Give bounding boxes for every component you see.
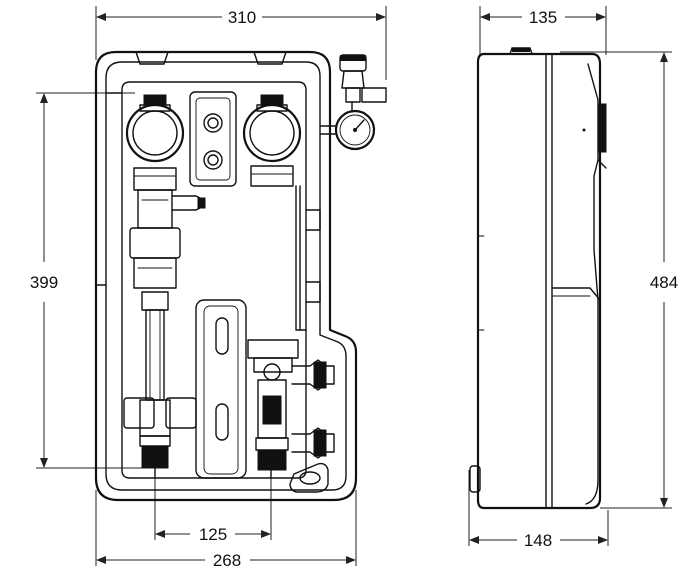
dim-399: 399 [30, 273, 58, 292]
dim-148: 148 [524, 531, 552, 550]
dim-268: 268 [213, 551, 241, 570]
dimension-lines [36, 6, 672, 566]
dim-484: 484 [650, 273, 678, 292]
front-view [94, 50, 387, 502]
dim-135: 135 [529, 8, 557, 27]
dim-310: 310 [228, 8, 256, 27]
dim-125: 125 [199, 525, 227, 544]
side-view [469, 47, 607, 510]
